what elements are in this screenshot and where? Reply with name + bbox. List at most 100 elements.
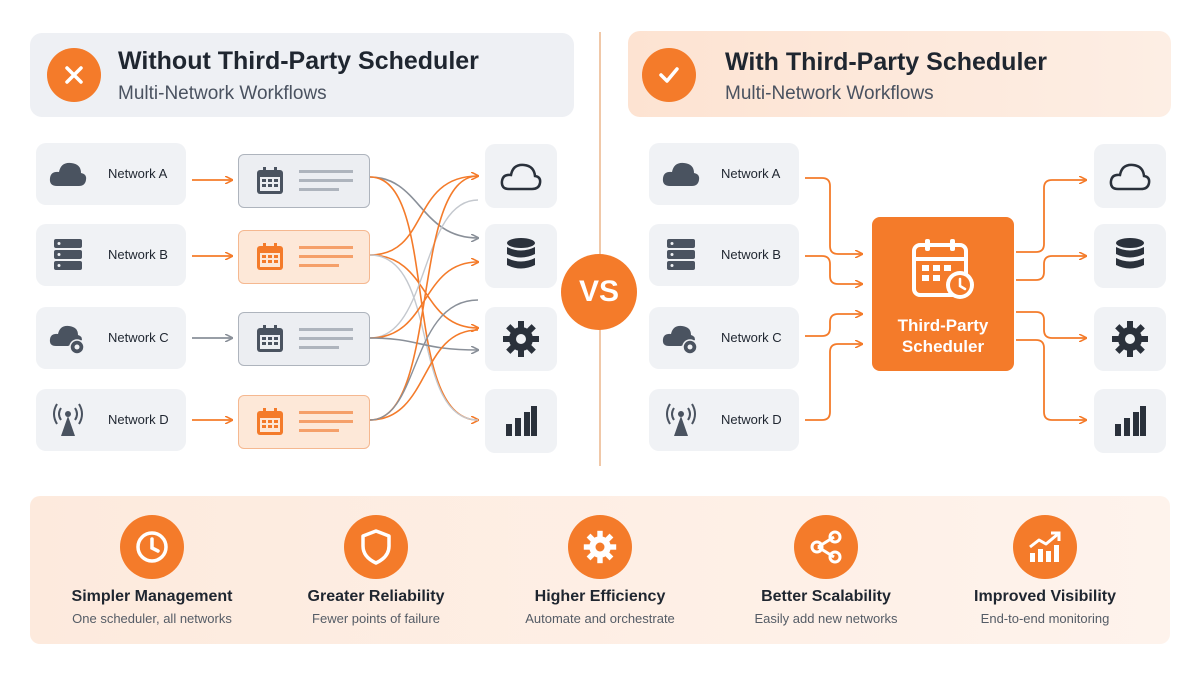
network-label: Network A	[108, 166, 168, 181]
left-target-cloud	[485, 144, 557, 208]
network-label: Network D	[721, 412, 782, 427]
tangle-line	[369, 176, 478, 238]
right-network-b: Network B	[649, 224, 799, 286]
arrow-to-target	[1016, 339, 1086, 420]
bar-chart-icon	[1115, 406, 1146, 436]
benefit-improved-visibility: Improved Visibility End-to-end monitorin…	[935, 496, 1155, 644]
arrow-to-scheduler	[805, 177, 862, 254]
tangle-line	[369, 176, 478, 420]
arrow-to-scheduler	[805, 344, 862, 421]
clock-icon	[120, 515, 184, 579]
left-network-c: Network C	[36, 307, 186, 369]
gear-icon	[503, 321, 539, 357]
right-target-database	[1094, 224, 1166, 288]
benefit-better-scalability: Better Scalability Easily add new networ…	[716, 496, 936, 644]
benefit-higher-efficiency: Higher Efficiency Automate and orchestra…	[490, 496, 710, 644]
database-icon	[507, 238, 535, 269]
calendar-box	[238, 230, 370, 284]
scheduler-label-line2: Scheduler	[901, 337, 985, 356]
cloud-gear-icon	[49, 325, 85, 355]
calendar-box	[238, 154, 370, 208]
cloud-icon	[49, 162, 87, 186]
arrow-to-scheduler	[805, 255, 862, 284]
benefit-title: Improved Visibility	[974, 588, 1116, 605]
right-target-gear	[1094, 307, 1166, 371]
left-subtitle: Multi-Network Workflows	[118, 83, 327, 104]
calendar-icon	[257, 325, 283, 352]
tangle-line	[369, 329, 479, 421]
benefit-subtitle: Easily add new networks	[754, 611, 898, 626]
right-header: With Third-Party Scheduler Multi-Network…	[628, 31, 1171, 117]
benefits-panel: Simpler Management One scheduler, all ne…	[30, 496, 1170, 644]
scheduler-label-line1: Third-Party	[897, 316, 989, 335]
tangle-line	[369, 299, 479, 421]
arrow-to-scheduler	[805, 314, 862, 337]
right-target-cloud	[1094, 144, 1166, 208]
benefit-title: Simpler Management	[71, 588, 233, 605]
right-subtitle: Multi-Network Workflows	[725, 83, 934, 104]
left-target-gear	[485, 307, 557, 371]
left-title: Without Third-Party Scheduler	[118, 47, 479, 75]
antenna-icon	[53, 403, 83, 436]
server-icon	[54, 239, 82, 270]
divider	[599, 32, 601, 466]
calendar-clock-icon	[912, 239, 974, 299]
left-network-a: Network A	[36, 143, 186, 205]
network-label: Network B	[108, 247, 168, 262]
benefit-subtitle: Fewer points of failure	[312, 611, 440, 626]
right-network-a: Network A	[649, 143, 799, 205]
right-network-c: Network C	[649, 307, 799, 369]
left-network-d: Network D	[36, 389, 186, 451]
benefit-title: Greater Reliability	[307, 588, 445, 605]
network-label: Network C	[108, 330, 169, 345]
tangle-line	[369, 176, 478, 256]
benefit-title: Higher Efficiency	[534, 588, 666, 605]
calendar-icon	[257, 167, 283, 194]
network-label: Network A	[721, 166, 781, 181]
tangle-line	[369, 254, 478, 328]
benefit-subtitle: One scheduler, all networks	[72, 611, 232, 626]
calendar-icon	[257, 408, 283, 435]
network-label: Network C	[721, 330, 782, 345]
benefit-simpler-management: Simpler Management One scheduler, all ne…	[42, 496, 262, 644]
calendar-box	[238, 395, 370, 449]
cloud-icon	[500, 163, 542, 191]
network-label: Network B	[721, 247, 781, 262]
gear-icon	[1112, 321, 1148, 357]
share-icon	[794, 515, 858, 579]
tangle-line	[369, 175, 479, 421]
network-label: Network D	[108, 412, 169, 427]
arrow-to-target	[1016, 311, 1086, 338]
server-icon	[667, 239, 695, 270]
benefit-greater-reliability: Greater Reliability Fewer points of fail…	[266, 496, 486, 644]
tangle-line	[369, 199, 479, 339]
tangle-line	[369, 337, 478, 350]
right-network-d: Network D	[649, 389, 799, 451]
vs-badge: VS	[561, 254, 637, 330]
bar-chart-icon	[506, 406, 537, 436]
close-icon	[47, 48, 101, 102]
calendar-box	[238, 312, 370, 366]
antenna-icon	[666, 403, 696, 436]
shield-icon	[344, 515, 408, 579]
cloud-icon	[662, 162, 700, 186]
right-title: With Third-Party Scheduler	[725, 48, 1048, 76]
left-target-chart	[485, 389, 557, 453]
third-party-scheduler: Third-Party Scheduler	[872, 217, 1014, 371]
left-header: Without Third-Party Scheduler Multi-Netw…	[30, 33, 574, 117]
benefit-title: Better Scalability	[761, 588, 891, 605]
left-network-b: Network B	[36, 224, 186, 286]
check-icon	[642, 48, 696, 102]
gear-icon	[568, 515, 632, 579]
cloud-icon	[1109, 163, 1151, 191]
right-target-chart	[1094, 389, 1166, 453]
tangle-line	[369, 254, 479, 421]
left-target-database	[485, 224, 557, 288]
benefit-subtitle: End-to-end monitoring	[980, 611, 1110, 626]
arrow-to-target	[1016, 180, 1086, 253]
calendar-icon	[257, 243, 283, 270]
database-icon	[1116, 238, 1144, 269]
cloud-gear-icon	[662, 325, 698, 355]
trend-up-icon	[1013, 515, 1077, 579]
